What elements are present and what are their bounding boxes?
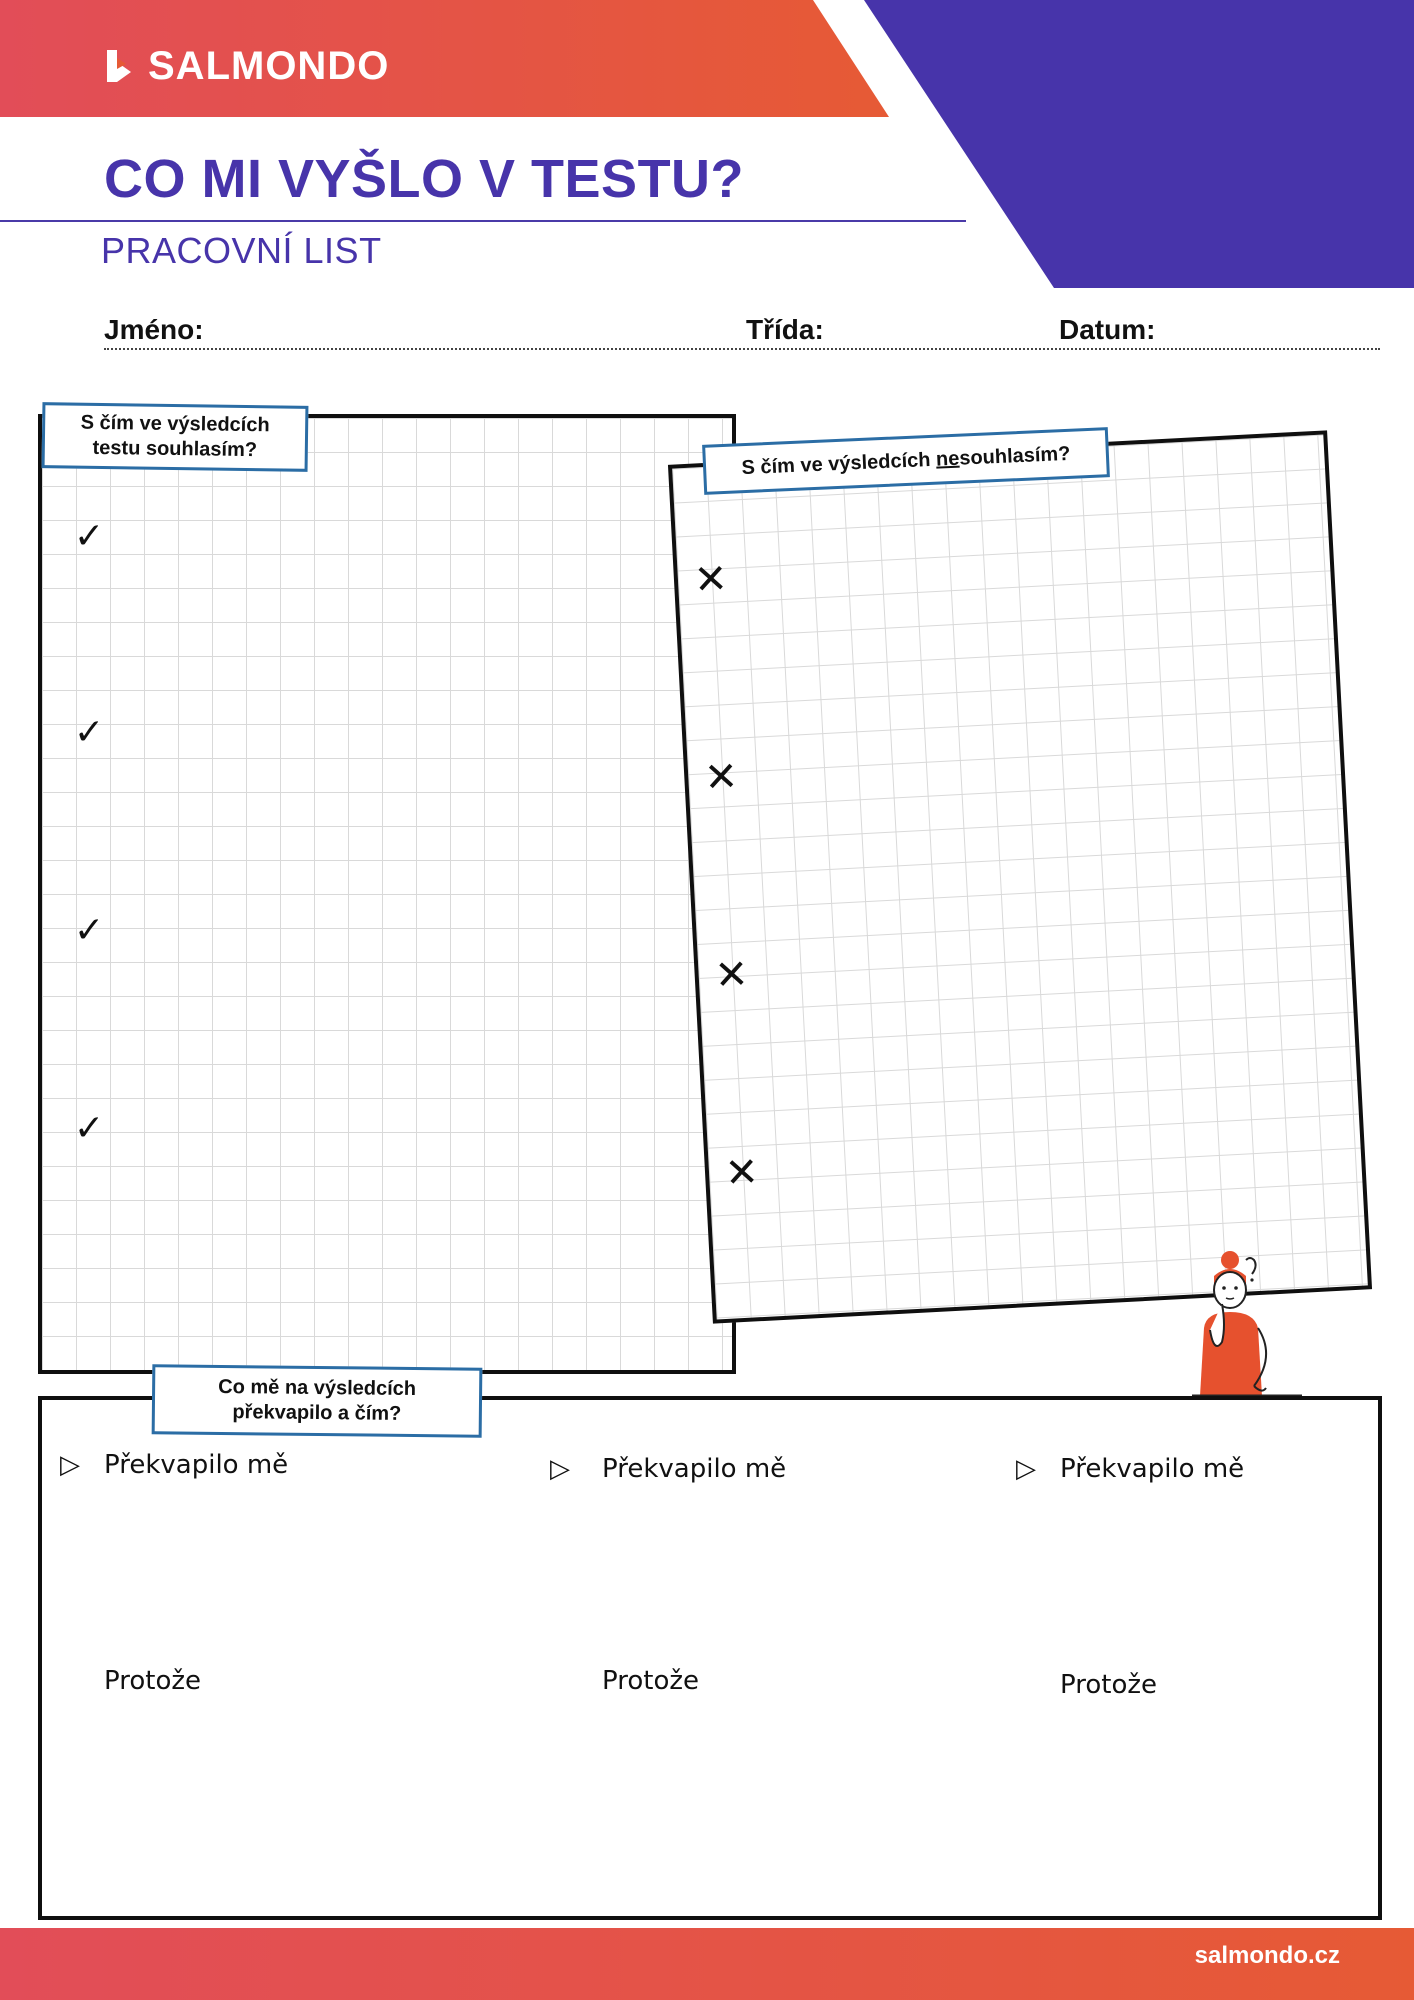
triangle-arrow-icon: ▷ [60, 1450, 80, 1480]
because-prompt: Protože [1060, 1670, 1157, 1700]
agree-panel-label: S čím ve výsledcích testu souhlasím? [41, 402, 309, 472]
checkmark-icon: ✓ [74, 910, 105, 951]
header-banner [0, 0, 1414, 288]
fields-dotted-line[interactable] [104, 348, 1380, 350]
cross-icon: ✕ [723, 1149, 760, 1197]
brand-logo: SALMONDO [104, 44, 389, 89]
disagree-label-prefix: S čím ve výsledcích [741, 448, 937, 479]
footer-url[interactable]: salmondo.cz [1194, 1942, 1340, 1969]
agree-label-line2: testu souhlasím? [92, 436, 258, 462]
footer-bar [0, 1928, 1414, 2000]
surprise-panel-label: Co mě na výsledcích překvapilo a čím? [151, 1364, 483, 1438]
surprise-label-line2: překvapilo a čím? [232, 1401, 402, 1425]
cross-icon: ✕ [703, 753, 740, 802]
checkmark-icon: ✓ [74, 516, 105, 557]
brand-name: SALMONDO [148, 44, 390, 88]
triangle-arrow-icon: ▷ [1016, 1454, 1036, 1484]
disagree-label-suffix: souhlasím? [958, 442, 1071, 470]
surprise-prompt: Překvapilo mě [602, 1454, 787, 1484]
disagree-panel[interactable]: ✕ ✕ ✕ ✕ [667, 430, 1373, 1324]
because-prompt: Protože [104, 1666, 201, 1696]
class-field-label: Třída: [746, 314, 824, 345]
name-field-label: Jméno: [104, 314, 204, 345]
triangle-arrow-icon: ▷ [550, 1454, 570, 1484]
page-title: CO MI VYŠLO V TESTU? [104, 149, 745, 209]
cross-icon: ✕ [713, 951, 750, 1000]
date-field-label: Datum: [1059, 314, 1156, 345]
agree-label-line1: S čím ve výsledcích [80, 411, 270, 437]
agree-panel[interactable]: ✓ ✓ ✓ ✓ [38, 414, 736, 1374]
salmondo-logo-icon [107, 49, 131, 82]
surprise-prompt: Překvapilo mě [104, 1450, 289, 1480]
surprise-panel[interactable]: ▷ Překvapilo mě Protože ▷ Překvapilo mě … [38, 1396, 1382, 1920]
checkmark-icon: ✓ [74, 712, 105, 753]
page-subtitle: PRACOVNÍ LIST [101, 230, 382, 271]
title-divider [0, 220, 966, 222]
thinking-girl-illustration [1192, 1251, 1302, 1398]
surprise-prompt: Překvapilo mě [1060, 1454, 1245, 1484]
because-prompt: Protože [602, 1666, 699, 1696]
disagree-label-emphasis: ne [935, 447, 960, 471]
cross-icon: ✕ [692, 555, 729, 604]
checkmark-icon: ✓ [74, 1108, 105, 1149]
surprise-label-line1: Co mě na výsledcích [218, 1375, 417, 1401]
